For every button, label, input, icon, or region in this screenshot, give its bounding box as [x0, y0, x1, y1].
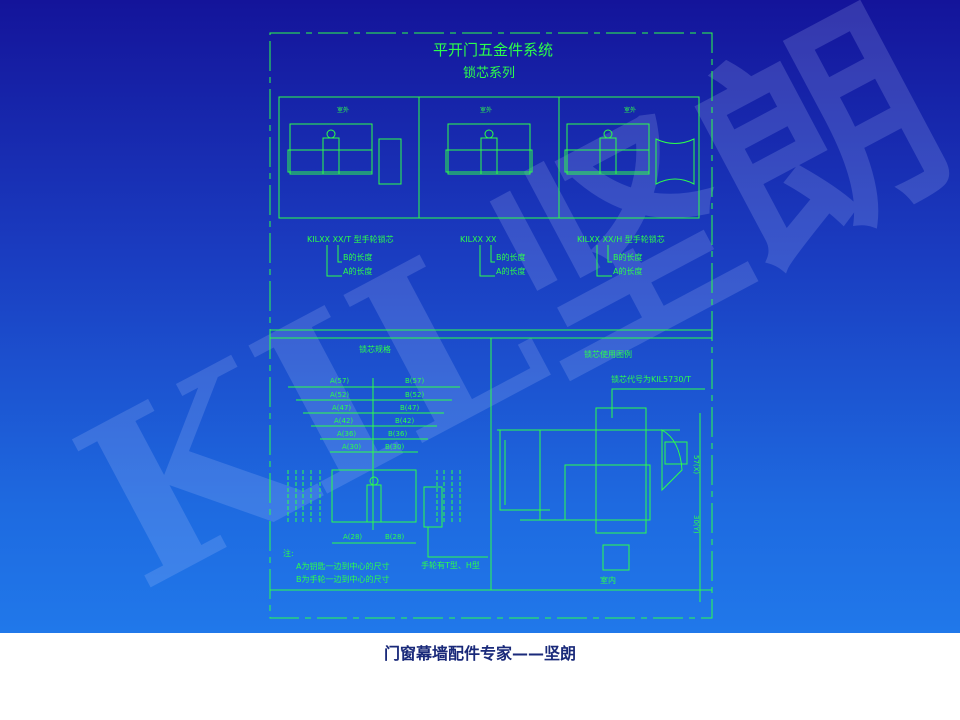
- svg-text:A的长度: A的长度: [343, 266, 372, 276]
- svg-text:KILXX XX: KILXX XX: [460, 235, 497, 244]
- svg-text:B的长度: B的长度: [496, 252, 526, 262]
- lock-cylinder-t: [287, 123, 402, 185]
- svg-text:A(52): A(52): [330, 391, 349, 399]
- svg-text:A的长度: A的长度: [496, 266, 525, 276]
- note-a: A为钥匙一边到中心的尺寸: [296, 561, 389, 571]
- svg-text:B(42): B(42): [395, 417, 414, 425]
- model-labels: KILXX XX/T 型手轮锁芯 B的长度 A的长度 KILXX XX B的长度…: [307, 234, 665, 277]
- svg-text:A的长度: A的长度: [613, 266, 642, 276]
- usage-code: 锁芯代号为KIL5730/T: [611, 374, 691, 384]
- note-b: B为手轮一边到中心的尺寸: [296, 574, 390, 584]
- svg-text:KILXX XX/H 型手轮锁芯: KILXX XX/H 型手轮锁芯: [577, 234, 665, 244]
- svg-text:A(36): A(36): [337, 430, 356, 438]
- svg-text:B(57): B(57): [405, 377, 424, 385]
- knob-note: 手轮有T型、H型: [421, 560, 480, 570]
- svg-text:B(52): B(52): [405, 391, 424, 399]
- spec-title: 锁芯规格: [359, 344, 391, 354]
- svg-text:B(36): B(36): [388, 430, 407, 438]
- spec-dimensions: A(57) B(57) A(52) B(52) A(47) B(47) A(42) B(…: [287, 377, 488, 558]
- lock-cylinder: [445, 123, 533, 175]
- page-title: 平开门五金件系统: [433, 41, 553, 59]
- svg-text:B(47): B(47): [400, 404, 419, 412]
- svg-text:KILXX XX/T 型手轮锁芯: KILXX XX/T 型手轮锁芯: [307, 234, 394, 244]
- svg-text:A(42): A(42): [334, 417, 353, 425]
- lock-cylinder-h: [564, 123, 695, 185]
- outdoor-label: 室外: [337, 106, 349, 114]
- usage-diagram: [497, 388, 705, 602]
- drawing: 平开门五金件系统 锁芯系列 室外 室外 室外 KILXX XX/T 型手轮锁芯 …: [269, 32, 713, 619]
- page-subtitle: 锁芯系列: [463, 65, 515, 81]
- usage-title: 锁芯使用图例: [584, 349, 632, 359]
- svg-text:A(30): A(30): [342, 443, 361, 451]
- svg-text:A(57): A(57): [330, 377, 349, 385]
- svg-text:B的长度: B的长度: [613, 252, 643, 262]
- footer-slogan: 门窗幕墙配件专家——坚朗: [383, 644, 576, 663]
- svg-text:A(47): A(47): [332, 404, 351, 412]
- slide: KIL坚朗 平开门五金件系统 锁芯系列 室外 室外 室外 KILXX XX/T …: [0, 0, 960, 633]
- note-label: 注:: [283, 548, 294, 558]
- svg-text:B(30): B(30): [385, 443, 404, 451]
- svg-text:A(28): A(28): [343, 533, 362, 541]
- indoor-label: 室内: [600, 575, 616, 585]
- outdoor-label: 室外: [624, 106, 636, 114]
- dim-y: 30(Y): [692, 515, 700, 534]
- svg-text:B的长度: B的长度: [343, 252, 373, 262]
- outdoor-label: 室外: [480, 106, 492, 114]
- svg-text:B(28): B(28): [385, 533, 404, 541]
- dim-x: 57(X): [692, 455, 700, 474]
